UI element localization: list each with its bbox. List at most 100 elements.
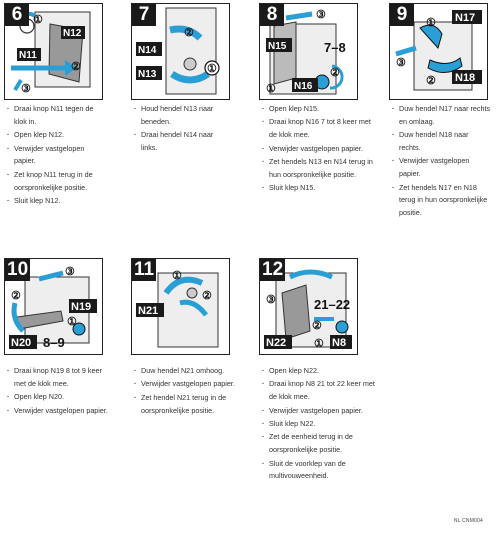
instruction-item: Houd hendel N13 naar beneden. xyxy=(133,103,231,129)
lever-n17-shape xyxy=(419,24,443,50)
step-11-diagram: N21 ① ② xyxy=(136,270,219,348)
step-6-illustration: N11 N12 ① ② ③ 6 xyxy=(4,3,103,100)
step-10-diagram: N19 N20 8–9 ① ② ③ xyxy=(9,266,97,350)
flap-n22-shape xyxy=(281,284,311,340)
callout-2: ② xyxy=(312,320,322,332)
instruction-item: Verwijder vastgelopen papier. xyxy=(391,155,491,181)
open-arrow xyxy=(288,269,334,280)
callout-1: ① xyxy=(426,17,436,29)
label-n19: N19 xyxy=(71,301,91,313)
callout-1: ① xyxy=(33,14,43,26)
instruction-item: Open klep N15. xyxy=(261,103,373,116)
callout-2: ② xyxy=(11,290,21,302)
label-n21: N21 xyxy=(138,305,158,317)
instruction-item: Verwijder vastgelopen papier. xyxy=(133,378,257,391)
step-12-number: 12 xyxy=(260,259,286,281)
pull-arrow xyxy=(38,270,64,282)
instruction-item: Sluit klep N22. xyxy=(261,418,379,431)
step-10-instructions: Draai knop N19 8 tot 9 keer met de klok … xyxy=(6,365,114,418)
instruction-item: Verwijder vastgelopen papier. xyxy=(6,143,102,169)
callout-2: ② xyxy=(202,290,212,302)
label-n18: N18 xyxy=(455,72,475,84)
step-10-illustration: N19 N20 8–9 ① ② ③ 10 xyxy=(4,258,103,355)
instruction-item: Duw hendel N17 naar rechts en omlaag. xyxy=(391,103,491,129)
step-12-instructions: Open klep N22. Draai knop N8 21 tot 22 k… xyxy=(261,365,379,484)
lever-n13-shape xyxy=(170,70,210,84)
step-6-number: 6 xyxy=(5,4,29,26)
step-9-number: 9 xyxy=(390,4,414,26)
instruction-item: Zet hendel N21 terug in de oorspronkelij… xyxy=(133,392,257,418)
lever-n21-shape xyxy=(163,276,204,295)
instruction-item: Verwijder vastgelopen papier. xyxy=(6,405,114,418)
instruction-item: Zet hendels N13 en N14 terug in hun oors… xyxy=(261,156,373,182)
callout-2: ② xyxy=(426,75,436,87)
callout-3: ③ xyxy=(316,9,326,21)
lever-n18-shape xyxy=(427,57,463,73)
step-12-diagram: N22 N8 21–22 ① ② ③ xyxy=(264,269,352,350)
instruction-item: Open klep N20. xyxy=(6,391,114,404)
instruction-item: Draai knop N11 tegen de klok in. xyxy=(6,103,102,129)
step-6-instructions: Draai knop N11 tegen de klok in. Open kl… xyxy=(6,103,102,208)
instruction-item: Draai knop N16 7 tot 8 keer met de klok … xyxy=(261,116,373,142)
instruction-item: Open klep N12. xyxy=(6,129,102,142)
step-9-diagram: N17 N18 ① ② ③ xyxy=(395,10,482,91)
knob-n8-shape xyxy=(335,320,349,334)
instruction-item: Draai knop N19 8 tot 9 keer met de klok … xyxy=(6,365,114,391)
down-arrow xyxy=(13,78,23,92)
label-n8: N8 xyxy=(332,337,346,349)
callout-3: ③ xyxy=(396,57,406,69)
instruction-item: Duw hendel N21 omhoog. xyxy=(133,365,257,378)
label-n20: N20 xyxy=(11,337,31,349)
instruction-item: Sluit klep N12. xyxy=(6,195,102,208)
instruction-item: Zet knop N11 terug in de oorspronkelijke… xyxy=(6,169,102,195)
callout-3: ③ xyxy=(21,83,31,95)
step-7-instructions: Houd hendel N13 naar beneden. Draai hend… xyxy=(133,103,231,155)
step-11-illustration: N21 ① ② 11 xyxy=(131,258,230,355)
label-n15: N15 xyxy=(268,41,287,52)
step-6-diagram: N11 N12 ① ② ③ xyxy=(11,11,91,95)
document-code: NL CNM004 xyxy=(453,518,483,524)
knob-n19-shape xyxy=(72,322,86,336)
step-7-illustration: N14 N13 ① ② 7 xyxy=(131,3,230,100)
step-7-diagram: N14 N13 ① ② xyxy=(136,7,220,95)
callout-1: ① xyxy=(172,270,182,282)
open-arrow xyxy=(285,11,313,21)
step-11-number: 11 xyxy=(132,259,157,281)
label-n13: N13 xyxy=(138,69,157,80)
callout-3: ③ xyxy=(266,294,276,306)
step-8-illustration: N15 N16 7–8 ① ② ③ 8 xyxy=(259,3,358,100)
label-n22: N22 xyxy=(266,337,286,349)
push-arrow xyxy=(179,299,208,317)
step-8-diagram: N15 N16 7–8 ① ② ③ xyxy=(266,9,346,95)
instruction-item: Draai knop N8 21 tot 22 keer met de klok… xyxy=(261,378,379,404)
open-arrow xyxy=(11,302,25,333)
instruction-item: Zet hendels N17 en N18 terug in hun oors… xyxy=(391,182,491,220)
instruction-item: Sluit de voorklep van de multivouweenhei… xyxy=(261,458,379,484)
callout-2: ② xyxy=(330,67,340,79)
turns-8-9: 8–9 xyxy=(43,335,65,350)
instruction-item: Sluit klep N15. xyxy=(261,182,373,195)
step-10-number: 10 xyxy=(5,259,31,281)
turns-7-8: 7–8 xyxy=(324,40,346,55)
turns-21-22: 21–22 xyxy=(314,297,350,312)
instruction-item: Zet de eenheid terug in de oorspronkelij… xyxy=(261,431,379,457)
instruction-item: Draai hendel N14 naar links. xyxy=(133,129,231,155)
callout-1: ① xyxy=(67,316,77,328)
step-9-illustration: N17 N18 ① ② ③ 9 xyxy=(389,3,488,100)
instruction-item: Open klep N22. xyxy=(261,365,379,378)
instruction-item: Verwijder vastgelopen papier. xyxy=(261,143,373,156)
step-7-number: 7 xyxy=(132,4,156,26)
callout-3: ③ xyxy=(65,266,75,278)
callout-1: ① xyxy=(266,83,276,95)
callout-1: ① xyxy=(314,338,324,350)
lever-n14-shape xyxy=(169,25,203,41)
callout-2: ② xyxy=(184,27,194,39)
callout-2: ② xyxy=(71,61,81,73)
step-12-illustration: N22 N8 21–22 ① ② ③ 12 xyxy=(259,258,358,355)
instruction-item: Verwijder vastgelopen papier. xyxy=(261,405,379,418)
arrow-head xyxy=(65,60,77,76)
step-8-instructions: Open klep N15. Draai knop N16 7 tot 8 ke… xyxy=(261,103,373,196)
flap-n15-shape xyxy=(273,21,297,85)
pull-arrow xyxy=(395,45,417,57)
callout-1: ① xyxy=(207,63,217,75)
